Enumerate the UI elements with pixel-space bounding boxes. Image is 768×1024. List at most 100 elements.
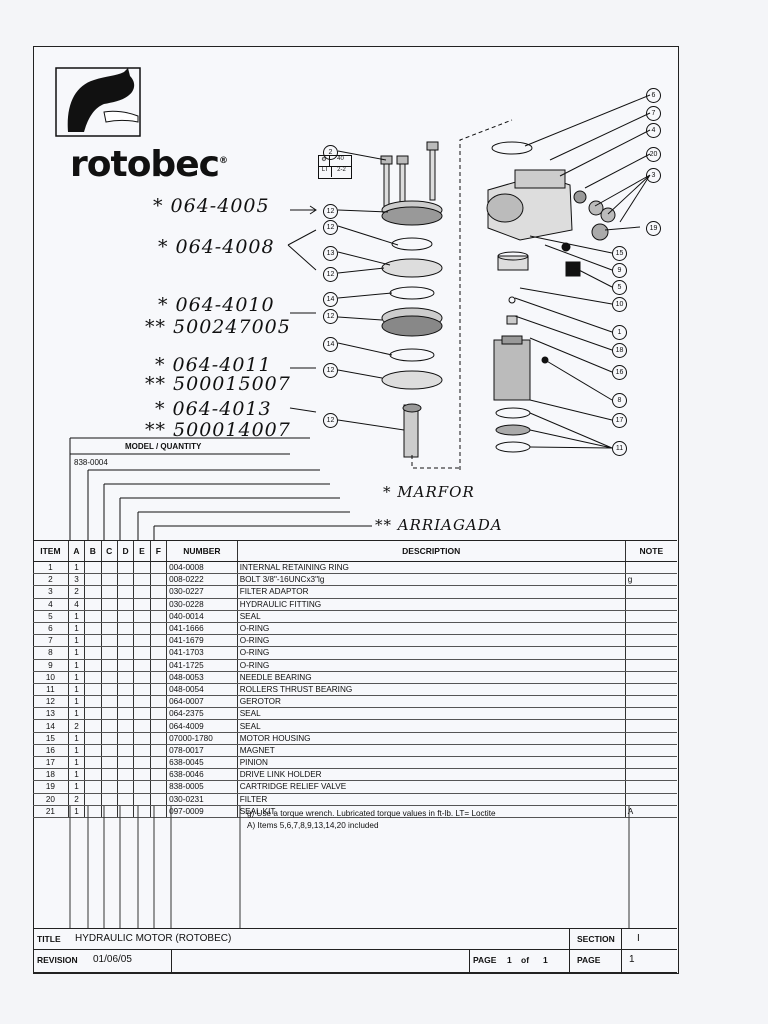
parts-table: ITEM A B C D E F NUMBER DESCRIPTION NOTE… <box>33 540 677 818</box>
callout-left-8: 14 <box>323 337 338 352</box>
item-cell: 5 <box>33 610 69 623</box>
item-cell: 12 <box>33 695 69 709</box>
qty-a-cell: 2 <box>67 793 85 806</box>
description-cell: SEAL <box>236 610 626 623</box>
part-number-cell: 041-1725 <box>166 659 238 672</box>
qty-a-cell: 1 <box>67 780 85 794</box>
qty-d-cell <box>116 634 134 648</box>
qty-f-cell <box>149 744 167 758</box>
part-number-cell: 041-1679 <box>166 634 238 648</box>
qty-c-cell <box>100 671 118 684</box>
description-cell: HYDRAULIC FITTING <box>236 598 626 611</box>
part-number-cell: 041-1703 <box>166 646 238 660</box>
qty-e-cell <box>133 610 151 623</box>
qty-f-cell <box>149 622 167 636</box>
qty-d-cell <box>116 598 134 611</box>
callout-right-6: 19 <box>646 221 661 236</box>
part-number-cell: 041-1666 <box>166 622 238 636</box>
qty-a-cell: 1 <box>67 707 85 721</box>
qty-f-cell <box>149 756 167 770</box>
qty-b-cell <box>84 780 102 794</box>
qty-d-cell <box>116 793 134 806</box>
qty-d-cell <box>116 573 134 587</box>
description-cell: MAGNET <box>236 744 626 758</box>
item-cell: 16 <box>33 744 69 758</box>
logo-cat-emblem <box>54 66 142 138</box>
qty-f-cell <box>149 719 167 733</box>
qty-f-cell <box>149 793 167 806</box>
qty-a-cell: 1 <box>67 805 85 818</box>
qty-d-cell <box>116 585 134 599</box>
note-cell <box>624 695 677 709</box>
note-cell: A <box>624 805 677 818</box>
qty-a-cell: 1 <box>67 768 85 782</box>
item-cell: 13 <box>33 707 69 721</box>
callout-right-12: 18 <box>612 343 627 358</box>
model-number: 838-0004 <box>74 458 108 467</box>
qty-f-cell <box>149 732 167 745</box>
header-e: E <box>133 540 151 562</box>
qty-c-cell <box>100 610 118 623</box>
description-cell: O-RING <box>236 659 626 672</box>
qty-d-cell <box>116 732 134 745</box>
loctite-value: 2-2 <box>337 167 346 173</box>
legend-note-arriagada: ** ARRIAGADA <box>375 516 503 534</box>
description-cell: NEEDLE BEARING <box>236 671 626 684</box>
callout-right-3: 4 <box>646 123 661 138</box>
callout-right-1: 6 <box>646 88 661 103</box>
qty-f-cell <box>149 707 167 721</box>
note-cell <box>624 646 677 660</box>
callout-right-9: 5 <box>612 280 627 295</box>
description-cell: FILTER <box>236 793 626 806</box>
qty-e-cell <box>133 695 151 709</box>
handwritten-note-1: * 064-4005 <box>153 195 270 217</box>
qty-c-cell <box>100 732 118 745</box>
qty-e-cell <box>133 732 151 745</box>
item-cell: 2 <box>33 573 69 587</box>
part-number-cell: 030-0227 <box>166 585 238 599</box>
qty-d-cell <box>116 671 134 684</box>
callout-right-14: 8 <box>612 393 627 408</box>
description-cell: O-RING <box>236 646 626 660</box>
qty-b-cell <box>84 659 102 672</box>
description-cell: GEROTOR <box>236 695 626 709</box>
callout-right-8: 9 <box>612 263 627 278</box>
pinion-gear <box>493 335 531 401</box>
item-cell: 10 <box>33 671 69 684</box>
qty-c-cell <box>100 634 118 648</box>
qty-d-cell <box>116 744 134 758</box>
part-number-cell: 040-0014 <box>166 610 238 623</box>
callout-left-9: 12 <box>323 363 338 378</box>
qty-b-cell <box>84 585 102 599</box>
qty-c-cell <box>100 719 118 733</box>
title-label: TITLE <box>37 934 61 944</box>
header-c: C <box>100 540 118 562</box>
section-value: I <box>637 933 640 944</box>
item-cell: 6 <box>33 622 69 636</box>
callout-right-10: 10 <box>612 297 627 312</box>
footer-title-row: TITLE HYDRAULIC MOTOR (ROTOBEC) SECTION … <box>33 928 677 950</box>
item-cell: 17 <box>33 756 69 770</box>
page-number: 1 <box>507 955 512 965</box>
qty-c-cell <box>100 573 118 587</box>
qty-d-cell <box>116 768 134 782</box>
motor-housing <box>486 169 573 241</box>
qty-c-cell <box>100 659 118 672</box>
handwritten-note-6: ** 500015007 <box>145 373 291 395</box>
model-quantity-label: MODEL / QUANTITY <box>125 442 202 451</box>
brand-logo-text: rotobec® <box>70 144 228 185</box>
table-notes: g) Use a torque wrench. Lubricated torqu… <box>247 808 496 832</box>
qty-c-cell <box>100 695 118 709</box>
callout-left-5: 12 <box>323 267 338 282</box>
note-cell <box>624 683 677 697</box>
qty-f-cell <box>149 768 167 782</box>
part-number-cell: 030-0228 <box>166 598 238 611</box>
loctite-label: LT <box>319 167 332 177</box>
qty-b-cell <box>84 695 102 709</box>
qty-f-cell <box>149 634 167 648</box>
